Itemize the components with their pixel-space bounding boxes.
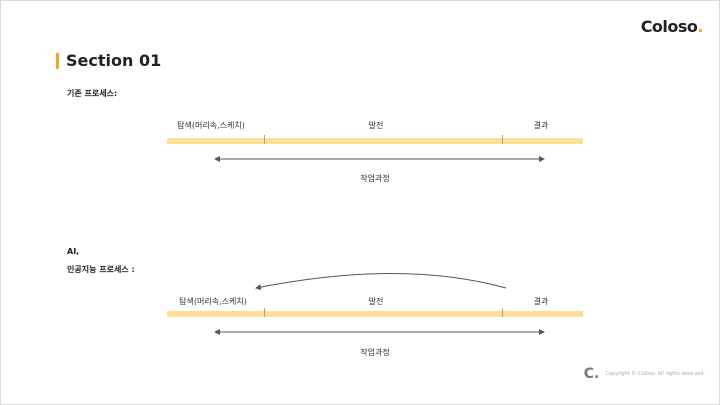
coloso-mark-icon: C.: [583, 366, 600, 382]
existing-work-caption: 작업과정: [360, 174, 390, 183]
existing-process-label: 기존 프로세스:: [67, 89, 118, 98]
ai-process-label: 인공지능 프로세스 :: [67, 265, 135, 274]
track-divider: [264, 308, 265, 317]
existing-stage-explore: 탐색(머리속,스케치): [177, 121, 245, 130]
ai-process-track: [167, 308, 583, 317]
section-header: Section 01: [56, 51, 161, 70]
ai-label-line1: AI,: [67, 247, 80, 256]
ai-stage-explore: 탐색(머리속,스케치): [179, 297, 247, 306]
feedback-curve-arrow: [255, 273, 507, 290]
footer: C. Copyright © Coloso. All rights reserv…: [584, 366, 705, 382]
ai-stage-develop: 발전: [368, 297, 384, 306]
coloso-logo: Coloso.: [640, 17, 704, 36]
track-divider: [502, 135, 503, 144]
track-divider: [264, 135, 265, 144]
ai-stage-result: 결과: [533, 297, 549, 306]
page-title: Section 01: [66, 51, 162, 70]
copyright-text: Copyright © Coloso. All rights reserved.: [605, 371, 705, 377]
track-divider: [502, 308, 503, 317]
title-accent-bar: [56, 52, 59, 69]
existing-stage-develop: 발전: [368, 121, 384, 130]
ai-work-caption: 작업과정: [360, 348, 390, 357]
existing-process-track: [167, 135, 583, 144]
existing-stage-result: 결과: [533, 121, 549, 130]
